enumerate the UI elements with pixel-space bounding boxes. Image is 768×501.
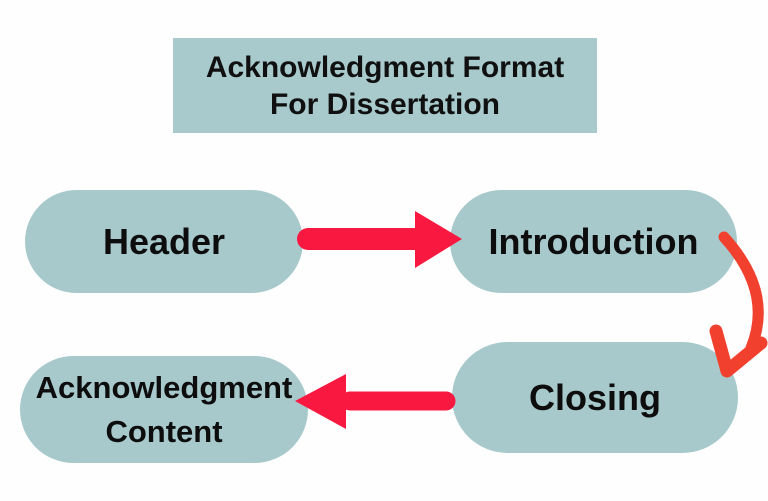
arrow-left-icon <box>295 374 456 429</box>
page-title-line2: For Dissertation <box>269 87 501 121</box>
node-acknowledgment-content: Acknowledgment Content <box>20 356 308 463</box>
page-title-line1: Acknowledgment Format <box>205 50 565 84</box>
arrow-right-icon <box>297 211 462 268</box>
node-closing: Closing <box>452 342 738 453</box>
node-acknowledgment-content-label: Acknowledgment Content <box>35 369 293 449</box>
node-header-label: Header <box>102 220 226 262</box>
node-closing-label: Closing <box>529 376 661 418</box>
node-introduction-label: Introduction <box>488 220 699 262</box>
title-box: Acknowledgment Format For Dissertation <box>173 38 597 133</box>
node-header: Header <box>25 190 303 293</box>
node-introduction: Introduction <box>450 190 737 293</box>
